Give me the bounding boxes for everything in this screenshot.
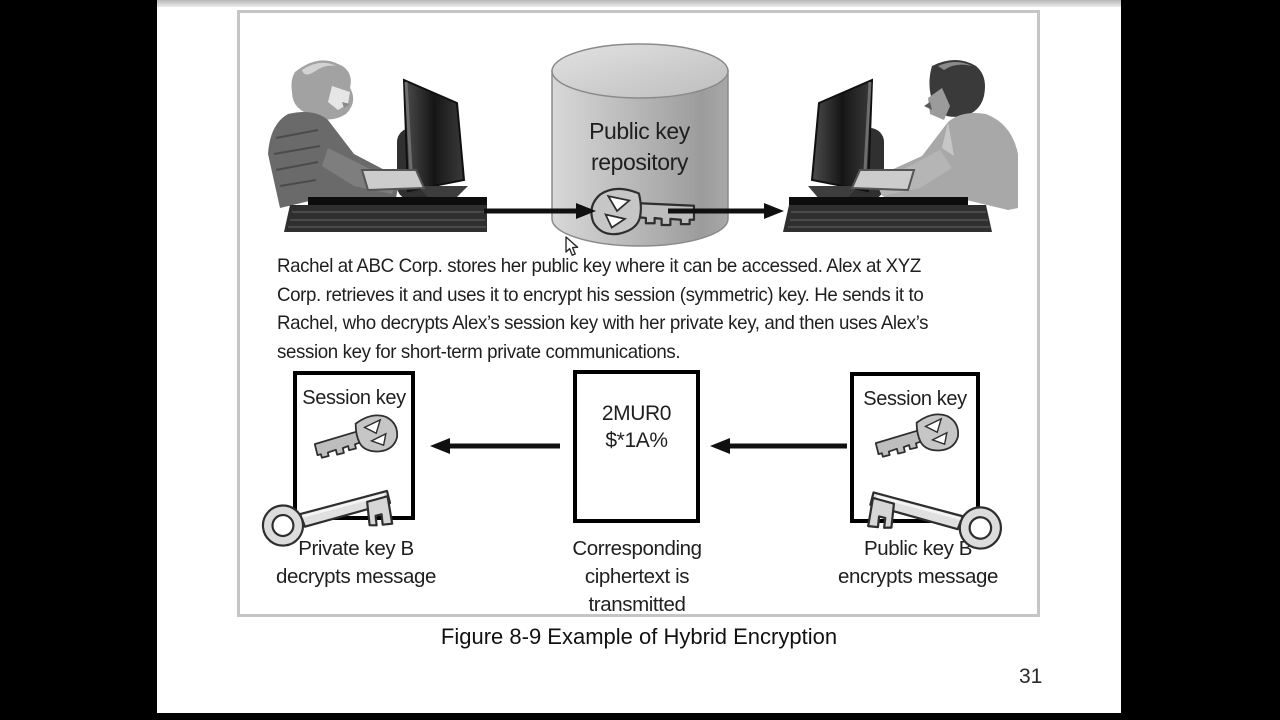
box-label-middle: Corresponding ciphertext is transmitted [572, 537, 702, 616]
figure-panel: Public key repository Rachel at ABC Corp… [237, 10, 1040, 617]
page-number: 31 [1019, 665, 1043, 688]
figure-caption: Figure 8-9 Example of Hybrid Encryption [440, 624, 838, 649]
session-key-box-right: Session key [850, 372, 980, 523]
skeleton-key-icon [258, 461, 406, 557]
arrow-right-icon [484, 203, 596, 219]
repository-label: Public key repository [589, 118, 690, 175]
key-icon [872, 407, 964, 467]
session-key-box-left: Session key [293, 371, 415, 520]
slide-top-edge [157, 0, 1121, 7]
woman-at-computer-illustration [268, 60, 487, 232]
key-icon [311, 408, 403, 468]
mouse-cursor-icon [565, 236, 579, 256]
slide: Public key repository Rachel at ABC Corp… [157, 0, 1121, 713]
arrow-left-icon [430, 438, 560, 454]
ciphertext-box: 2MUR0 $*1A% [573, 370, 700, 523]
box-title: Session key [863, 388, 967, 410]
description-paragraph: Rachel at ABC Corp. stores her public ke… [277, 255, 929, 363]
database-cylinder-icon [551, 43, 729, 247]
man-at-computer-illustration [783, 60, 1018, 232]
box-label-right: Public key B encrypts message [838, 537, 998, 588]
box-title: Session key [302, 387, 406, 409]
ciphertext-value: 2MUR0 $*1A% [601, 402, 672, 452]
arrow-left-icon [710, 438, 847, 454]
box-label-left: Private key B decrypts message [276, 537, 436, 588]
skeleton-key-icon [854, 465, 1006, 557]
arrow-right-icon [668, 203, 784, 219]
